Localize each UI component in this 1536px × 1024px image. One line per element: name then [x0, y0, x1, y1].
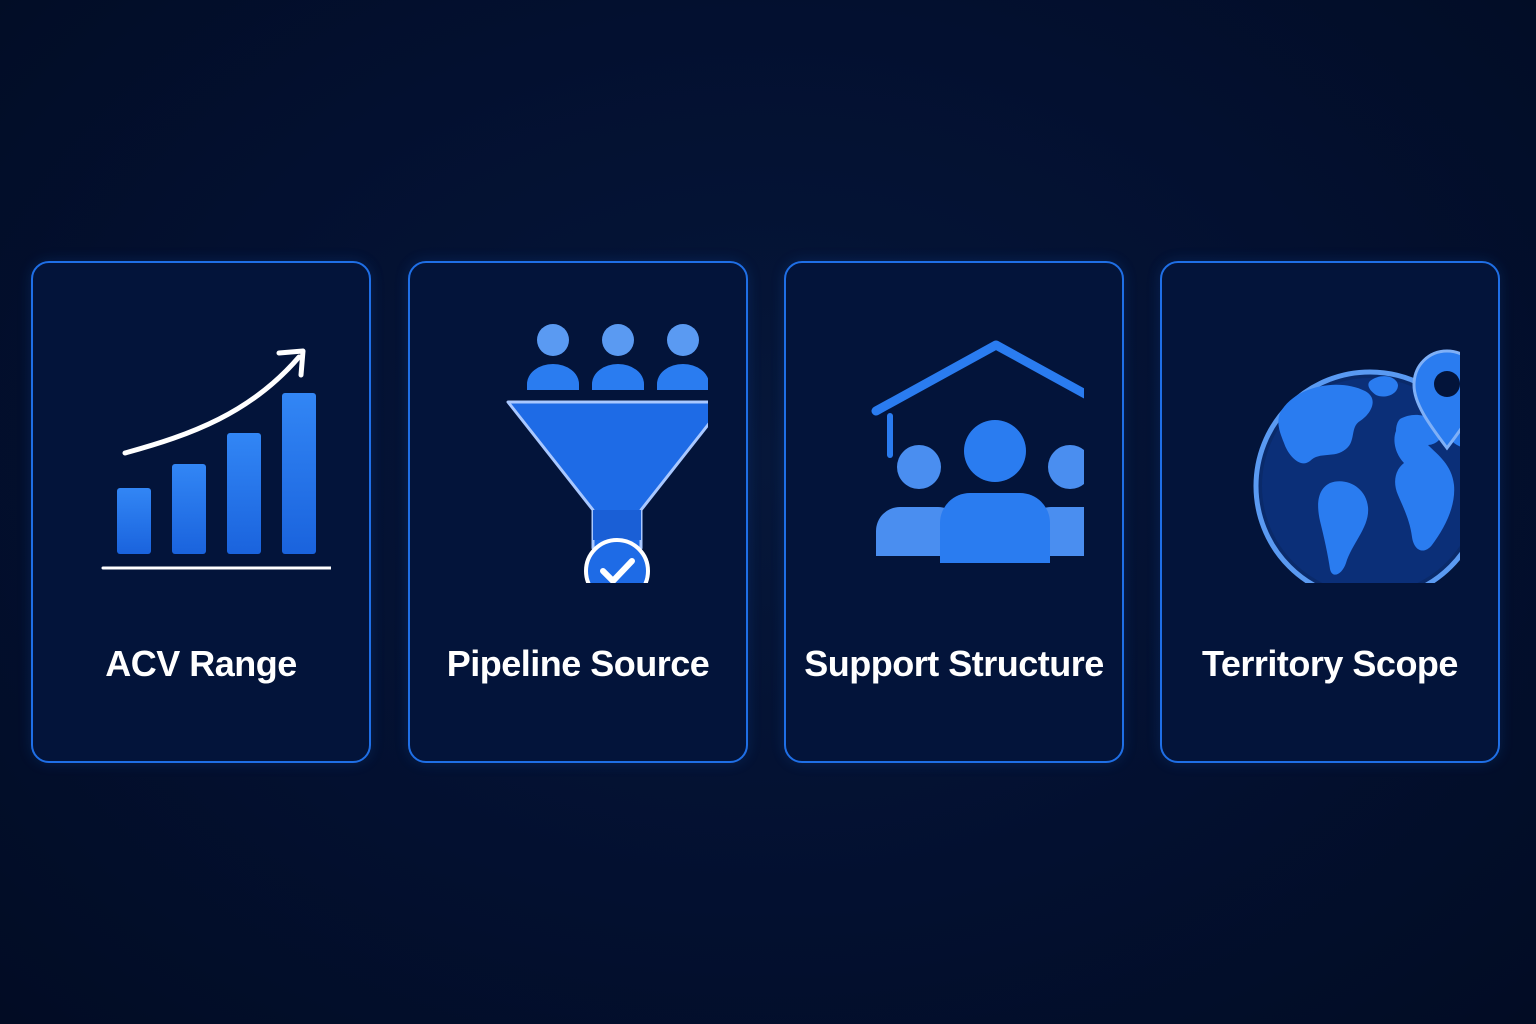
card-label: Support Structure [804, 643, 1104, 684]
globe-location-pin-icon [1200, 323, 1460, 583]
team-under-roof-icon [824, 323, 1084, 583]
card-pipeline-source: Pipeline Source [408, 261, 748, 763]
card-support-structure: Support Structure [784, 261, 1124, 763]
card-label: ACV Range [105, 643, 297, 684]
card-label: Pipeline Source [446, 643, 710, 684]
card-label: Territory Scope [1202, 643, 1458, 684]
card-acv-range: ACV Range [31, 261, 371, 763]
funnel-people-check-icon [448, 323, 708, 583]
bar-chart-growth-icon [71, 323, 331, 583]
card-territory-scope: Territory Scope [1160, 261, 1500, 763]
